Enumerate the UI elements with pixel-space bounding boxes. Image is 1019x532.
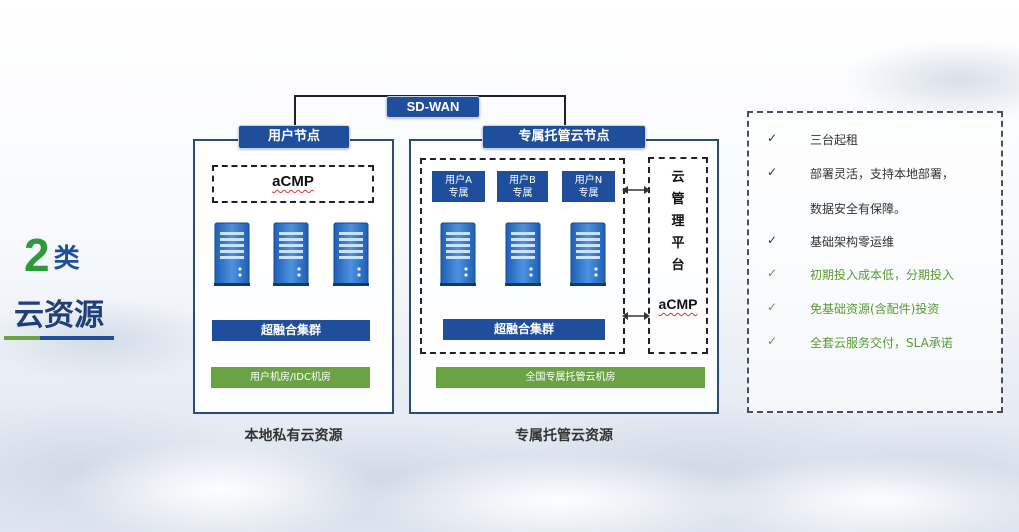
platform-char: 理 <box>671 214 685 229</box>
server-icon <box>570 222 606 286</box>
platform-char: 台 <box>671 258 685 273</box>
sdwan-label: SD-WAN <box>386 96 480 118</box>
check-icon: ✓ <box>767 334 778 348</box>
double-arrow-icon <box>622 312 650 320</box>
user-node-label: 用户节点 <box>238 125 350 149</box>
server-icon <box>505 222 541 286</box>
category-underline-green <box>4 336 40 340</box>
platform-char: 平 <box>671 236 685 251</box>
hosted-caption: 专属托管云资源 <box>515 428 613 444</box>
management-platform-box <box>648 157 708 354</box>
benefits-panel: ✓ 三台起租 ✓ 部署灵活，支持本地部署， 数据安全有保障。 ✓ 基础架构零运维… <box>747 111 1003 413</box>
hosted-room-bar: 全国专属托管云机房 <box>436 367 705 388</box>
tenant-a-badge: 用户A 专属 <box>432 171 485 202</box>
tenant-b-badge: 用户B 专属 <box>497 171 548 202</box>
server-icon <box>333 222 369 286</box>
server-icon <box>440 222 476 286</box>
benefit-text: 基础架构零运维 <box>810 235 895 249</box>
benefit-text: 全套云服务交付，SLA承诺 <box>810 336 953 350</box>
benefit-text: 数据安全有保障。 <box>810 202 907 216</box>
hosted-cluster-bar: 超融合集群 <box>443 319 605 340</box>
category-unit: 类 <box>53 244 80 274</box>
double-arrow-icon <box>622 186 650 194</box>
check-icon: ✓ <box>767 233 778 247</box>
tenant-name: 用户A <box>445 175 472 186</box>
check-icon: ✓ <box>767 266 778 280</box>
local-cluster-bar: 超融合集群 <box>212 320 370 341</box>
category-title: 云资源 <box>14 298 104 333</box>
tenant-name: 用户B <box>509 175 536 186</box>
tenant-sub: 专属 <box>578 188 599 199</box>
local-caption: 本地私有云资源 <box>244 428 343 444</box>
local-acmp-label: aCMP <box>272 173 314 190</box>
check-icon: ✓ <box>767 165 778 179</box>
hosted-resource-box <box>420 158 625 354</box>
hosted-node-label: 专属托管云节点 <box>482 125 646 149</box>
tenant-sub: 专属 <box>512 188 533 199</box>
platform-acmp-label: aCMP <box>658 296 698 312</box>
tenant-sub: 专属 <box>448 188 469 199</box>
category-underline-blue <box>40 336 114 340</box>
benefit-text: 免基础资源(含配件)投资 <box>810 302 940 316</box>
tenant-n-badge: 用户N 专属 <box>562 171 615 202</box>
category-number: 2 <box>24 229 50 281</box>
benefit-text: 部署灵活，支持本地部署， <box>810 167 955 181</box>
platform-char: 云 <box>671 170 685 185</box>
management-platform-label: 云 管 理 平 台 <box>648 167 708 277</box>
local-acmp-box <box>212 165 374 203</box>
server-icon <box>214 222 250 286</box>
check-icon: ✓ <box>767 300 778 314</box>
benefit-text: 三台起租 <box>810 133 859 147</box>
check-icon: ✓ <box>767 131 778 145</box>
tenant-name: 用户N <box>574 175 603 186</box>
local-room-bar: 用户机房/IDC机房 <box>211 367 370 388</box>
benefit-text: 初期投入成本低，分期投入 <box>810 268 955 282</box>
platform-char: 管 <box>671 192 685 207</box>
server-icon <box>273 222 309 286</box>
